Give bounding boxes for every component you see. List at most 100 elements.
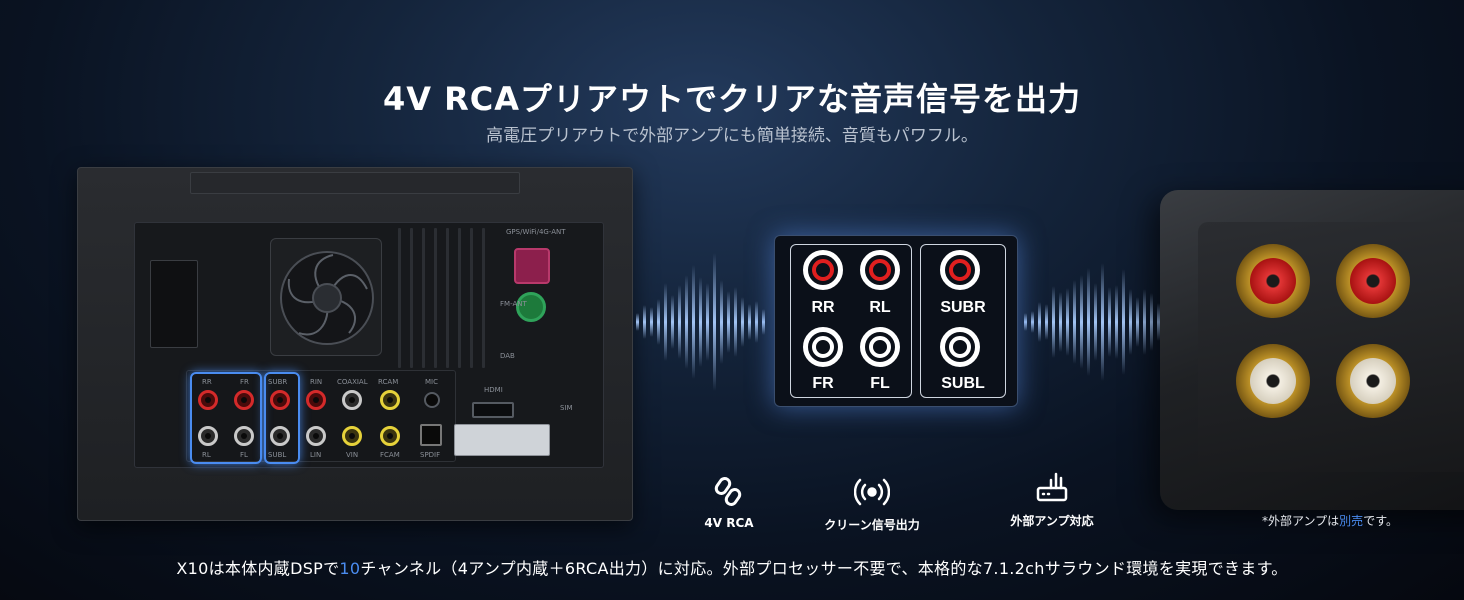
heatsink-fin [470, 228, 473, 368]
rca-jack-fr [803, 327, 843, 367]
rca-jack-fl [860, 327, 900, 367]
waveform-bar [706, 282, 709, 362]
rca-group-main [790, 244, 912, 398]
waveform-bar [664, 283, 667, 361]
waveform-bar [748, 303, 751, 341]
unit-jack-fl [234, 426, 254, 446]
heatsink-fin [434, 228, 437, 368]
unit-label-fcam: FCAM [380, 451, 400, 459]
waveform-bar [1045, 304, 1048, 340]
waveform-bar [699, 277, 702, 367]
waveform-bar [1094, 283, 1097, 361]
feature-label: クリーン信号出力 [824, 518, 920, 532]
waveform-bar [1129, 288, 1132, 356]
cooling-fan [270, 238, 382, 356]
waveform-bar [755, 300, 758, 344]
mounting-bracket [190, 172, 520, 194]
waveform-bar [671, 295, 674, 349]
unit-jack-rin [306, 390, 326, 410]
fm-antenna-connector [516, 292, 546, 322]
waveform-bar [1136, 297, 1139, 347]
rca-label-subl: SUBL [941, 375, 985, 392]
footer-description: X10は本体内蔵DSPで10チャンネル（4アンプ内蔵＋6RCA出力）に対応。外部… [0, 555, 1464, 579]
amp-jack-white-left [1236, 344, 1310, 418]
amp-jack-red-left [1236, 244, 1310, 318]
waveform-bar [1073, 279, 1076, 365]
hdmi-port [472, 402, 514, 418]
unit-rca-panel [186, 370, 456, 462]
rca-label-fl: FL [870, 375, 890, 392]
footer-prefix: X10は本体内蔵DSPで [176, 559, 340, 578]
unit-label-spdif: SPDIF [420, 451, 441, 459]
waveform-bar [1143, 288, 1146, 356]
unit-jack-rr [198, 390, 218, 410]
waveform-bar [678, 284, 681, 360]
rca-jack-subl [940, 327, 980, 367]
waveform-bar [1059, 291, 1062, 353]
unit-label-rr: RR [202, 378, 212, 386]
amp-jack-red-right [1336, 244, 1410, 318]
waveform-bar [727, 291, 730, 353]
note-suffix: です。 [1363, 514, 1398, 528]
page-subtitle: 高電圧プリアウトで外部アンプにも簡単接続、音質もパワフル。 [486, 126, 978, 146]
waveform-bar [1157, 302, 1160, 342]
unit-jack-fcam [380, 426, 400, 446]
heatsink-fin [422, 228, 425, 368]
rca-group-sub [920, 244, 1006, 398]
rca-label-rr: RR [811, 299, 835, 316]
waveform-bar [741, 296, 744, 348]
unit-label-sim: SIM [560, 404, 573, 412]
unit-jack-subl [270, 426, 290, 446]
waveform-bar [1108, 286, 1111, 358]
spdif-port [420, 424, 442, 446]
waveform-bar [762, 309, 765, 335]
waveform-bar [734, 286, 737, 357]
note-prefix: *外部アンプは [1262, 514, 1340, 528]
feature-clean-signal: クリーン信号出力 [802, 474, 942, 533]
unit-label-rcam: RCAM [378, 378, 399, 386]
unit-label-hdmi: HDMI [484, 386, 503, 394]
rca-jack-subr [940, 250, 980, 290]
gps-label: GPS/WiFi/4G-ANT [506, 228, 566, 236]
unit-jack-vin [342, 426, 362, 446]
rca-label-fr: FR [812, 375, 834, 392]
waveform-bar [1087, 268, 1090, 376]
rca-jack-rr [803, 250, 843, 290]
waveform-bar [713, 253, 716, 391]
unit-label-lin: LIN [310, 451, 322, 459]
feature-label: 外部アンプ対応 [1010, 514, 1094, 528]
gps-antenna-connector [514, 248, 550, 284]
waveform-bar [692, 265, 695, 379]
waveform-bar [1031, 310, 1034, 334]
feature-4v-rca: 4V RCA [659, 474, 799, 530]
waveform-bar [1080, 274, 1083, 370]
mic-port [424, 392, 440, 408]
unit-label-rl: RL [202, 451, 211, 459]
heatsink-fin [482, 228, 485, 368]
heatsink-fin [398, 228, 401, 368]
heatsink-fin [410, 228, 413, 368]
waveform-bar [1024, 313, 1027, 331]
heatsink-fin [446, 228, 449, 368]
note-accent: 別売 [1339, 514, 1364, 528]
unit-label-rin: RIN [310, 378, 323, 386]
unit-label-subl: SUBL [268, 451, 287, 459]
waveform-bar [1150, 293, 1153, 351]
rca-highlight-sub [264, 372, 300, 464]
rca-label-rl: RL [869, 299, 891, 316]
wiring-connector [150, 260, 198, 348]
feature-label: 4V RCA [704, 516, 754, 530]
waveform-bar [1038, 301, 1041, 343]
signal-icon [853, 474, 891, 510]
amp-sold-separately-note: *外部アンプは別売です。 [1262, 512, 1398, 529]
waveform-bar [1101, 262, 1104, 382]
dab-label: DAB [500, 352, 515, 360]
unit-jack-lin [306, 426, 326, 446]
waveform-bar [1052, 286, 1055, 358]
unit-jack-subr [270, 390, 290, 410]
rca-label-subr: SUBR [940, 299, 986, 316]
fm-label: FM-ANT [500, 300, 527, 308]
router-icon [1034, 470, 1070, 506]
waveform-bar [1115, 284, 1118, 360]
feature-external-amp: 外部アンプ対応 [982, 470, 1122, 529]
